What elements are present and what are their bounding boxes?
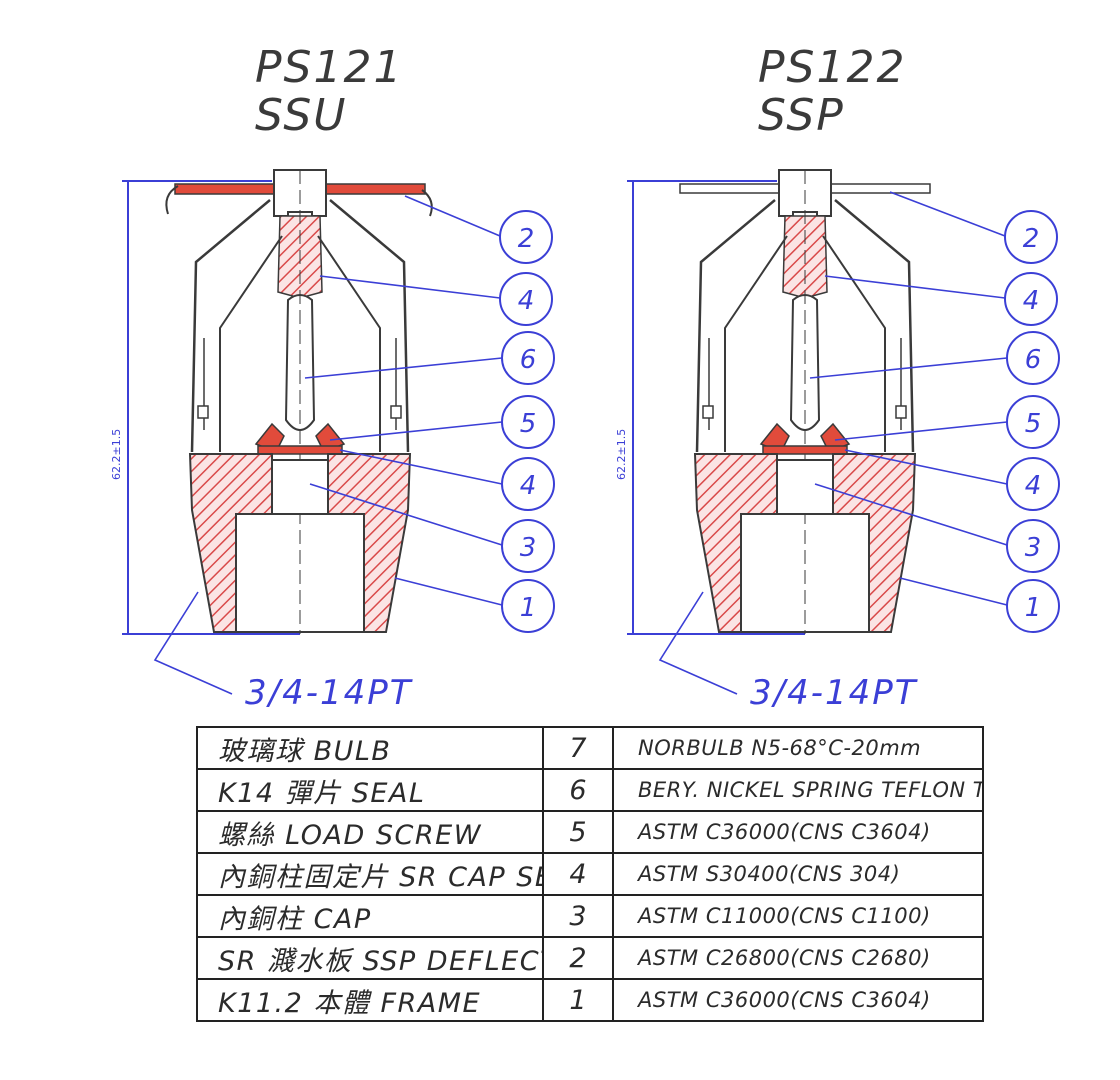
part-number: 7 <box>542 726 614 770</box>
table-row: SR 濺水板 SSP DEFLECTOR 68°C 2 ASTM C26800(… <box>196 936 984 980</box>
part-material: NORBULB N5-68°C-20mm <box>612 726 984 770</box>
part-name: 螺絲 LOAD SCREW <box>196 810 544 854</box>
callout-right-7: 1 <box>1025 593 1042 623</box>
dimension-label-left: 62.2±1.5 <box>110 429 123 480</box>
sprinkler-drawing: PS121 SSU PS122 SSP 62.2±1.5 <box>110 42 1060 713</box>
sprinkler-right: 62.2±1.5 <box>615 169 931 635</box>
part-number: 4 <box>542 852 614 896</box>
callout-right-5: 4 <box>1025 471 1042 501</box>
model-code-left: PS121 <box>255 42 403 93</box>
model-code-right: PS122 <box>758 42 906 93</box>
table-row: 內銅柱固定片 SR CAP SEAT 4 ASTM S30400(CNS 304… <box>196 852 984 896</box>
table-row: 螺絲 LOAD SCREW 5 ASTM C36000(CNS C3604) <box>196 810 984 854</box>
callout-left-1: 2 <box>518 224 535 254</box>
part-material: ASTM C36000(CNS C3604) <box>612 978 984 1022</box>
callout-right-2: 4 <box>1023 286 1040 316</box>
part-name: K11.2 本體 FRAME <box>196 978 544 1022</box>
callout-left-6: 3 <box>520 533 537 563</box>
model-type-right: SSP <box>758 90 845 141</box>
part-name: SR 濺水板 SSP DEFLECTOR 68°C <box>196 936 544 980</box>
table-row: K11.2 本體 FRAME 1 ASTM C36000(CNS C3604) <box>196 978 984 1022</box>
table-row: K14 彈片 SEAL 6 BERY. NICKEL SPRING TEFLON… <box>196 768 984 812</box>
part-number: 3 <box>542 894 614 938</box>
part-number: 6 <box>542 768 614 812</box>
callout-right-3: 6 <box>1025 345 1042 375</box>
model-type-left: SSU <box>255 90 348 141</box>
sprinkler-left: 62.2±1.5 <box>110 169 433 635</box>
callout-right-1: 2 <box>1023 224 1040 254</box>
part-number: 2 <box>542 936 614 980</box>
table-row: 內銅柱 CAP 3 ASTM C11000(CNS C1100) <box>196 894 984 938</box>
part-material: ASTM S30400(CNS 304) <box>612 852 984 896</box>
callouts-left: 2 4 6 5 4 3 1 <box>499 210 555 633</box>
part-name: 內銅柱 CAP <box>196 894 544 938</box>
callout-left-3: 6 <box>520 345 537 375</box>
thread-label-left: 3/4-14PT <box>245 673 413 713</box>
part-material: BERY. NICKEL SPRING TEFLON TAPE <box>612 768 984 812</box>
part-number: 5 <box>542 810 614 854</box>
part-name: 內銅柱固定片 SR CAP SEAT <box>196 852 544 896</box>
callouts-right: 2 4 6 5 4 3 1 <box>1004 210 1060 633</box>
parts-table: 玻璃球 BULB 7 NORBULB N5-68°C-20mm K14 彈片 S… <box>196 726 984 1022</box>
part-number: 1 <box>542 978 614 1022</box>
table-row: 玻璃球 BULB 7 NORBULB N5-68°C-20mm <box>196 726 984 770</box>
callout-right-4: 5 <box>1025 409 1042 439</box>
callout-left-2: 4 <box>518 286 535 316</box>
callout-left-4: 5 <box>520 409 537 439</box>
part-name: 玻璃球 BULB <box>196 726 544 770</box>
dimension-label-right: 62.2±1.5 <box>615 429 628 480</box>
callout-right-6: 3 <box>1025 533 1042 563</box>
part-name: K14 彈片 SEAL <box>196 768 544 812</box>
part-material: ASTM C11000(CNS C1100) <box>612 894 984 938</box>
part-material: ASTM C26800(CNS C2680) <box>612 936 984 980</box>
callout-left-7: 1 <box>520 593 537 623</box>
part-material: ASTM C36000(CNS C3604) <box>612 810 984 854</box>
thread-label-right: 3/4-14PT <box>750 673 918 713</box>
callout-left-5: 4 <box>520 471 537 501</box>
